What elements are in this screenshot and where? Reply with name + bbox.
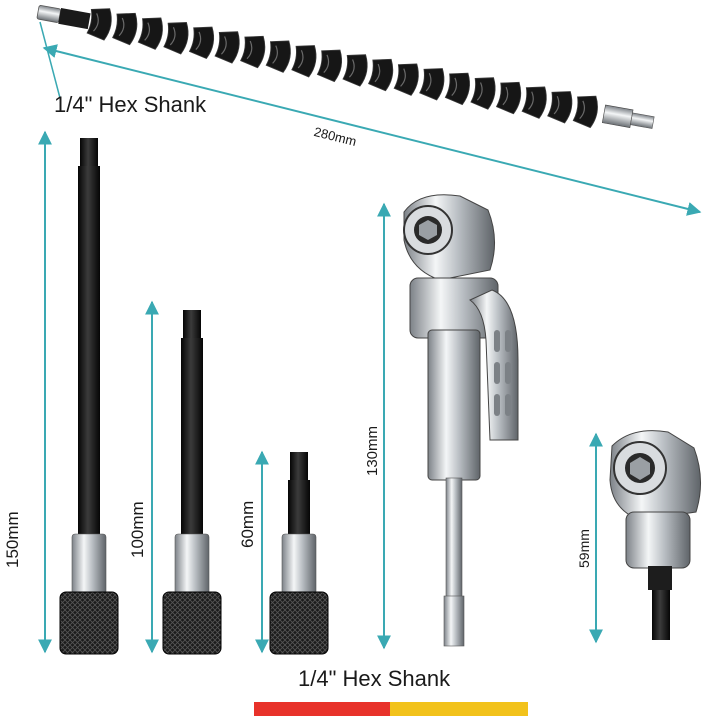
flex-shaft-segment bbox=[521, 86, 547, 119]
shank-pointer-line bbox=[39, 21, 61, 99]
color-bar-left bbox=[254, 702, 390, 716]
ext-60-label: 60mm bbox=[238, 500, 257, 548]
flex-shaft-segment bbox=[444, 72, 470, 106]
ext-100-label: 100mm bbox=[128, 501, 147, 558]
right-angle-adapter-compact bbox=[609, 430, 702, 640]
flex-shaft-segment bbox=[419, 68, 445, 101]
flex-shaft-segment bbox=[86, 8, 112, 41]
flex-shaft-segment bbox=[291, 45, 317, 78]
extension-bar-60mm bbox=[269, 452, 329, 655]
ext-150-label: 150mm bbox=[3, 511, 22, 568]
hex-shank-label-top: 1/4" Hex Shank bbox=[54, 92, 207, 117]
flex-shaft-segment bbox=[495, 81, 522, 115]
flex-length-arrow bbox=[42, 44, 702, 216]
flex-shaft-segment bbox=[265, 40, 291, 73]
color-bar-right bbox=[390, 702, 528, 716]
hex-shank-label-bottom: 1/4" Hex Shank bbox=[298, 666, 451, 691]
flex-shaft-segment bbox=[112, 12, 138, 46]
flex-shaft-segment bbox=[572, 95, 598, 129]
flex-shaft-segment bbox=[470, 77, 496, 110]
flex-shaft-segment bbox=[188, 26, 215, 60]
flex-shaft-segment bbox=[367, 58, 394, 92]
flex-shaft-segment bbox=[342, 54, 368, 87]
extension-bar-100mm bbox=[162, 310, 222, 655]
right-angle-adapter-long bbox=[403, 194, 519, 647]
flex-shaft-segment bbox=[240, 35, 266, 69]
flex-shaft-segment bbox=[393, 63, 419, 96]
angle-59-label: 59mm bbox=[576, 529, 592, 568]
flex-shaft-segment bbox=[547, 91, 573, 124]
flex-shaft-segment bbox=[214, 31, 240, 64]
extension-bar-150mm bbox=[59, 138, 119, 655]
flex-shaft-segment bbox=[137, 17, 163, 50]
angle-130-label: 130mm bbox=[364, 425, 381, 476]
flex-shaft-segment bbox=[316, 49, 342, 83]
flex-shaft-segment bbox=[163, 22, 189, 55]
